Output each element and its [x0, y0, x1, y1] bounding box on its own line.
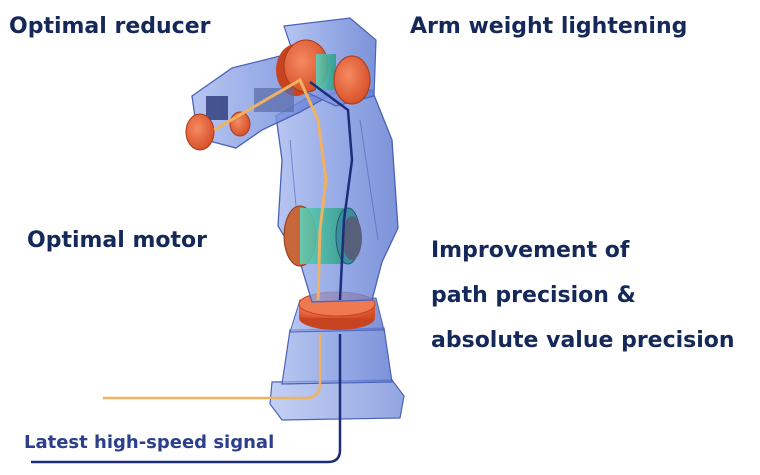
label-improvement-line1: Improvement of — [431, 238, 630, 263]
elbow-reducer — [276, 39, 371, 105]
label-improvement-line3: absolute value precision — [431, 328, 735, 353]
label-optimal-motor: Optimal motor — [27, 228, 207, 253]
label-arm-weight-lightening: Arm weight lightening — [410, 14, 688, 39]
label-improvement: Improvement of path precision & absolute… — [431, 228, 735, 363]
label-high-speed-signal: Latest high-speed signal — [24, 432, 275, 453]
lower-arm — [275, 89, 399, 303]
signal-cable — [31, 334, 342, 464]
internal-cables — [213, 77, 354, 301]
wrist-reducer — [185, 88, 294, 151]
label-optimal-reducer: Optimal reducer — [9, 14, 211, 39]
label-improvement-line2: path precision & — [431, 283, 636, 308]
power-cable — [103, 334, 322, 400]
